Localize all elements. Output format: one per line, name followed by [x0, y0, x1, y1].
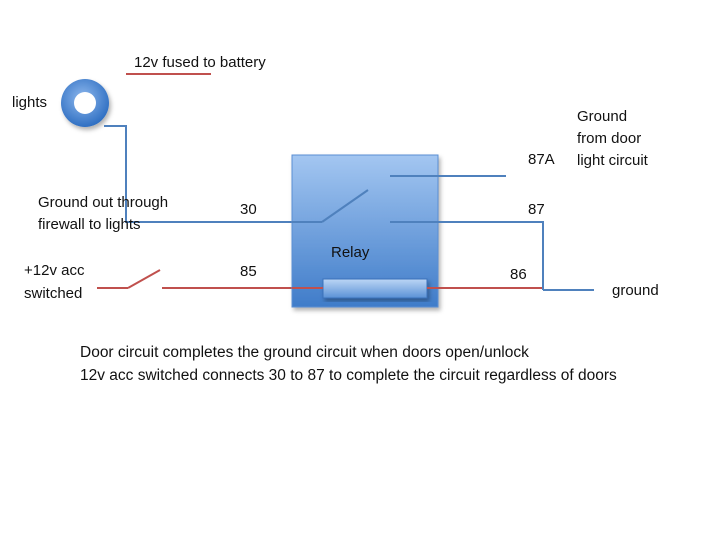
lights-ground-wire	[104, 125, 320, 223]
ground-out-label-line1: Ground out through	[38, 194, 169, 211]
note-line-1: Door circuit completes the ground circui…	[80, 344, 529, 361]
lights-label: lights	[12, 94, 48, 111]
pin-87-label: 87	[528, 201, 545, 218]
ground-out-label-line2: firewall to lights	[38, 216, 141, 233]
pin-87-wire	[506, 221, 544, 290]
ground-label: ground	[612, 282, 659, 299]
door-ground-label-line1: Ground	[577, 108, 628, 125]
acc-switch-icon	[127, 269, 161, 289]
note-line-2: 12v acc switched connects 30 to 87 to co…	[80, 367, 617, 384]
relay-coil	[322, 278, 428, 299]
door-ground-label-line2: from door	[577, 130, 642, 147]
pin-30-label: 30	[240, 201, 257, 218]
battery-label: 12v fused to battery	[134, 54, 266, 71]
door-ground-label-line3: light circuit	[577, 152, 648, 169]
acc-label-line2: switched	[24, 285, 83, 302]
lamp-icon	[61, 79, 109, 127]
relay-contact-arm	[321, 189, 369, 223]
pin-85-label: 85	[240, 263, 257, 280]
relay-label: Relay	[331, 244, 370, 261]
acc-label-line1: +12v acc	[24, 262, 85, 279]
pin-86-label: 86	[510, 266, 527, 283]
pin-87a-label: 87A	[528, 151, 555, 168]
